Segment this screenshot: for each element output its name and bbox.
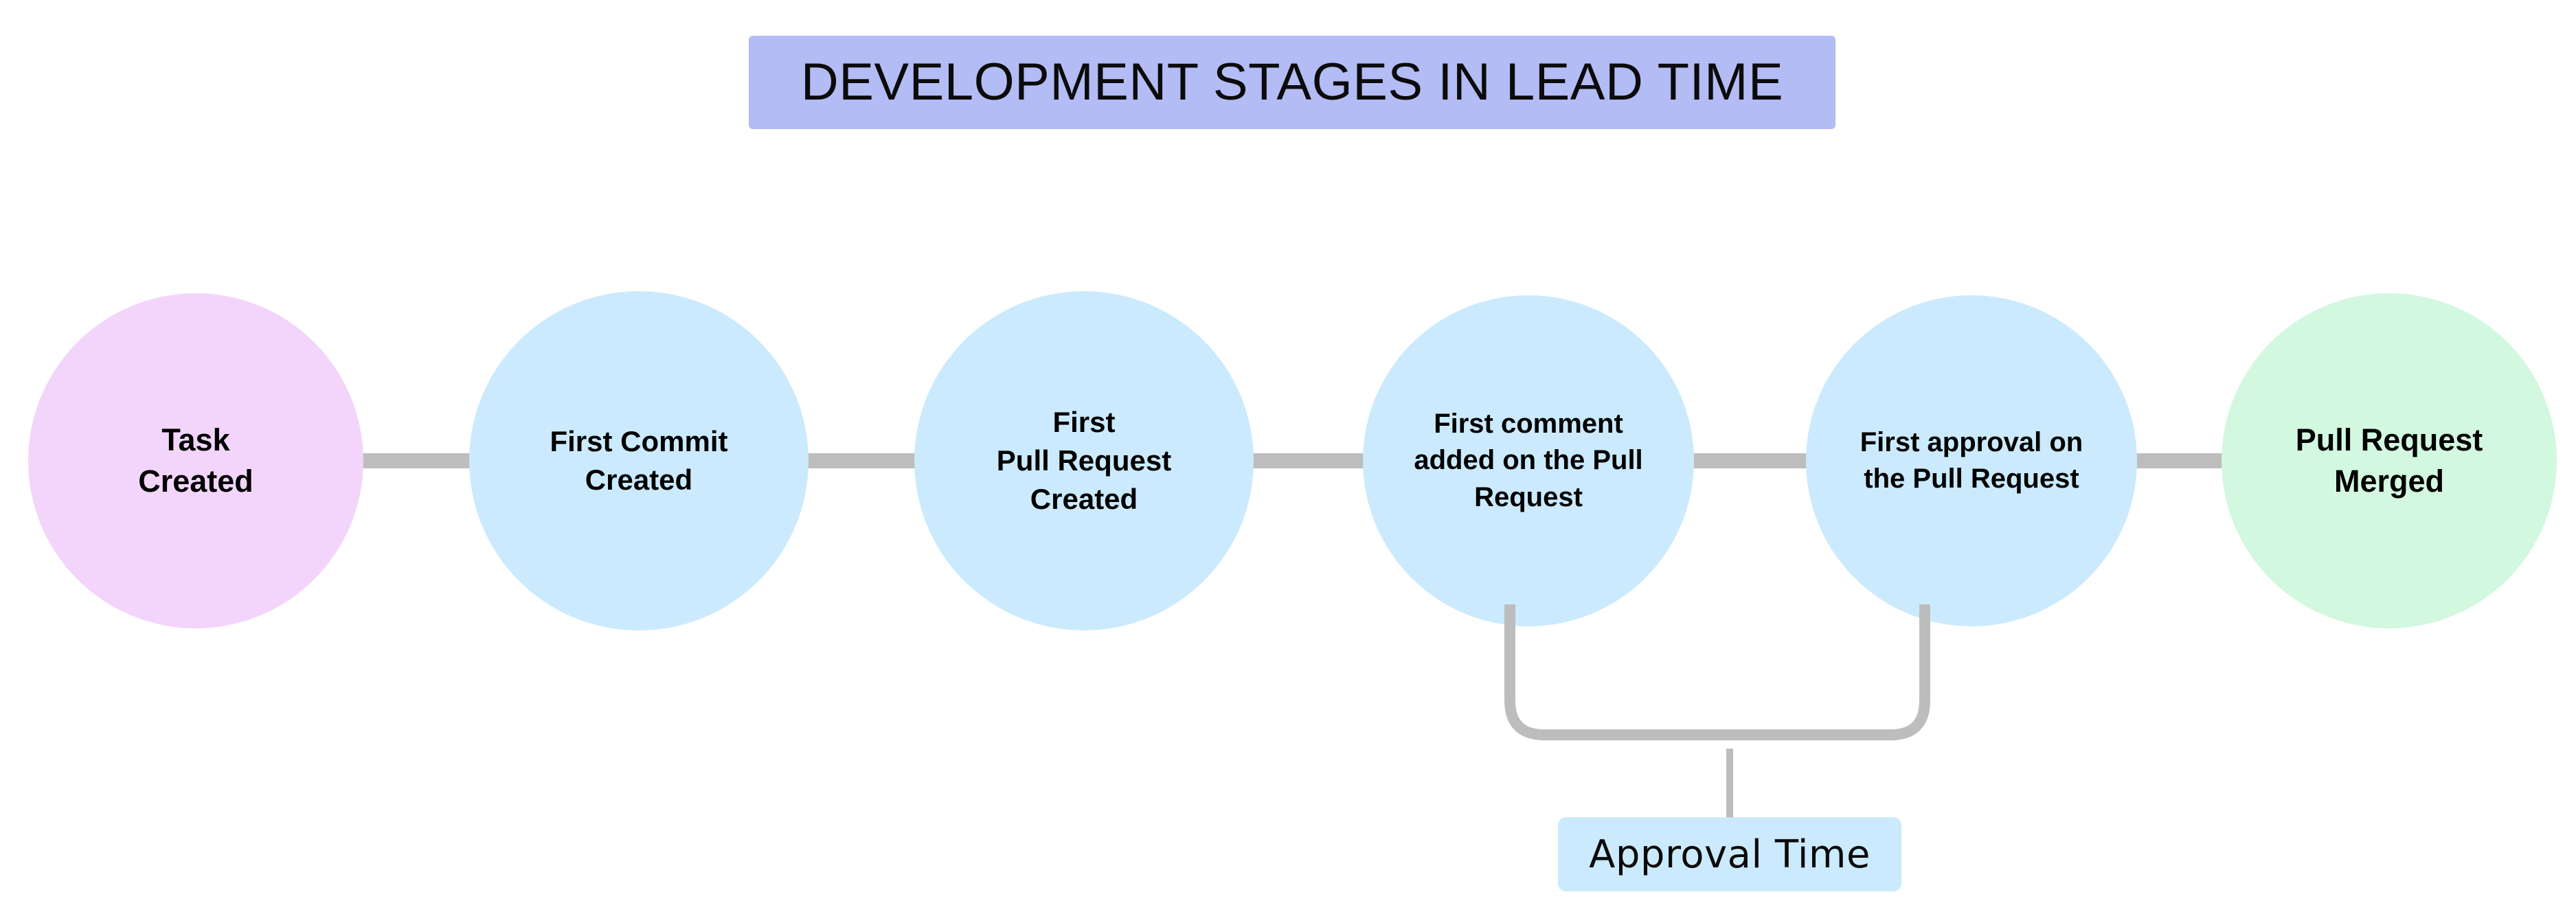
stage-first-commit-created[interactable]: First Commit Created [469, 291, 809, 630]
approval-time-label: Approval Time [1589, 832, 1871, 877]
stage-pull-request-merged[interactable]: Pull Request Merged [2222, 293, 2557, 628]
page-title: DEVELOPMENT STAGES IN LEAD TIME [800, 53, 1784, 111]
connector-task-created-to-first-commit [357, 453, 474, 468]
stage-task-created[interactable]: Task Created [28, 293, 363, 628]
stage-first-comment-on-pull-request[interactable]: First comment added on the Pull Request [1363, 295, 1694, 626]
page-title-banner: DEVELOPMENT STAGES IN LEAD TIME [749, 36, 1835, 129]
approval-time-drop-line [1726, 749, 1733, 824]
connector-first-pull-request-to-first-comment [1249, 453, 1367, 468]
approval-time-bracket [1504, 604, 1930, 740]
approval-time-callout[interactable]: Approval Time [1558, 817, 1901, 891]
stage-label-first-comment-on-pull-request: First comment added on the Pull Request [1414, 409, 1643, 512]
stage-label-pull-request-merged: Pull Request Merged [2295, 422, 2483, 499]
connector-first-comment-to-first-approval [1690, 453, 1810, 468]
stage-label-first-commit-created: First Commit Created [550, 425, 728, 496]
stage-label-first-approval-on-pull-request: First approval on the Pull Request [1860, 426, 2083, 494]
stage-first-pull-request-created[interactable]: First Pull Request Created [914, 291, 1254, 630]
connector-first-commit-to-first-pull-request [802, 453, 919, 468]
stage-label-first-pull-request-created: First Pull Request Created [996, 406, 1172, 515]
stage-label-task-created: Task Created [138, 422, 253, 499]
stage-first-approval-on-pull-request[interactable]: First approval on the Pull Request [1806, 295, 2137, 626]
connector-first-approval-to-pull-request-merged [2133, 453, 2229, 468]
